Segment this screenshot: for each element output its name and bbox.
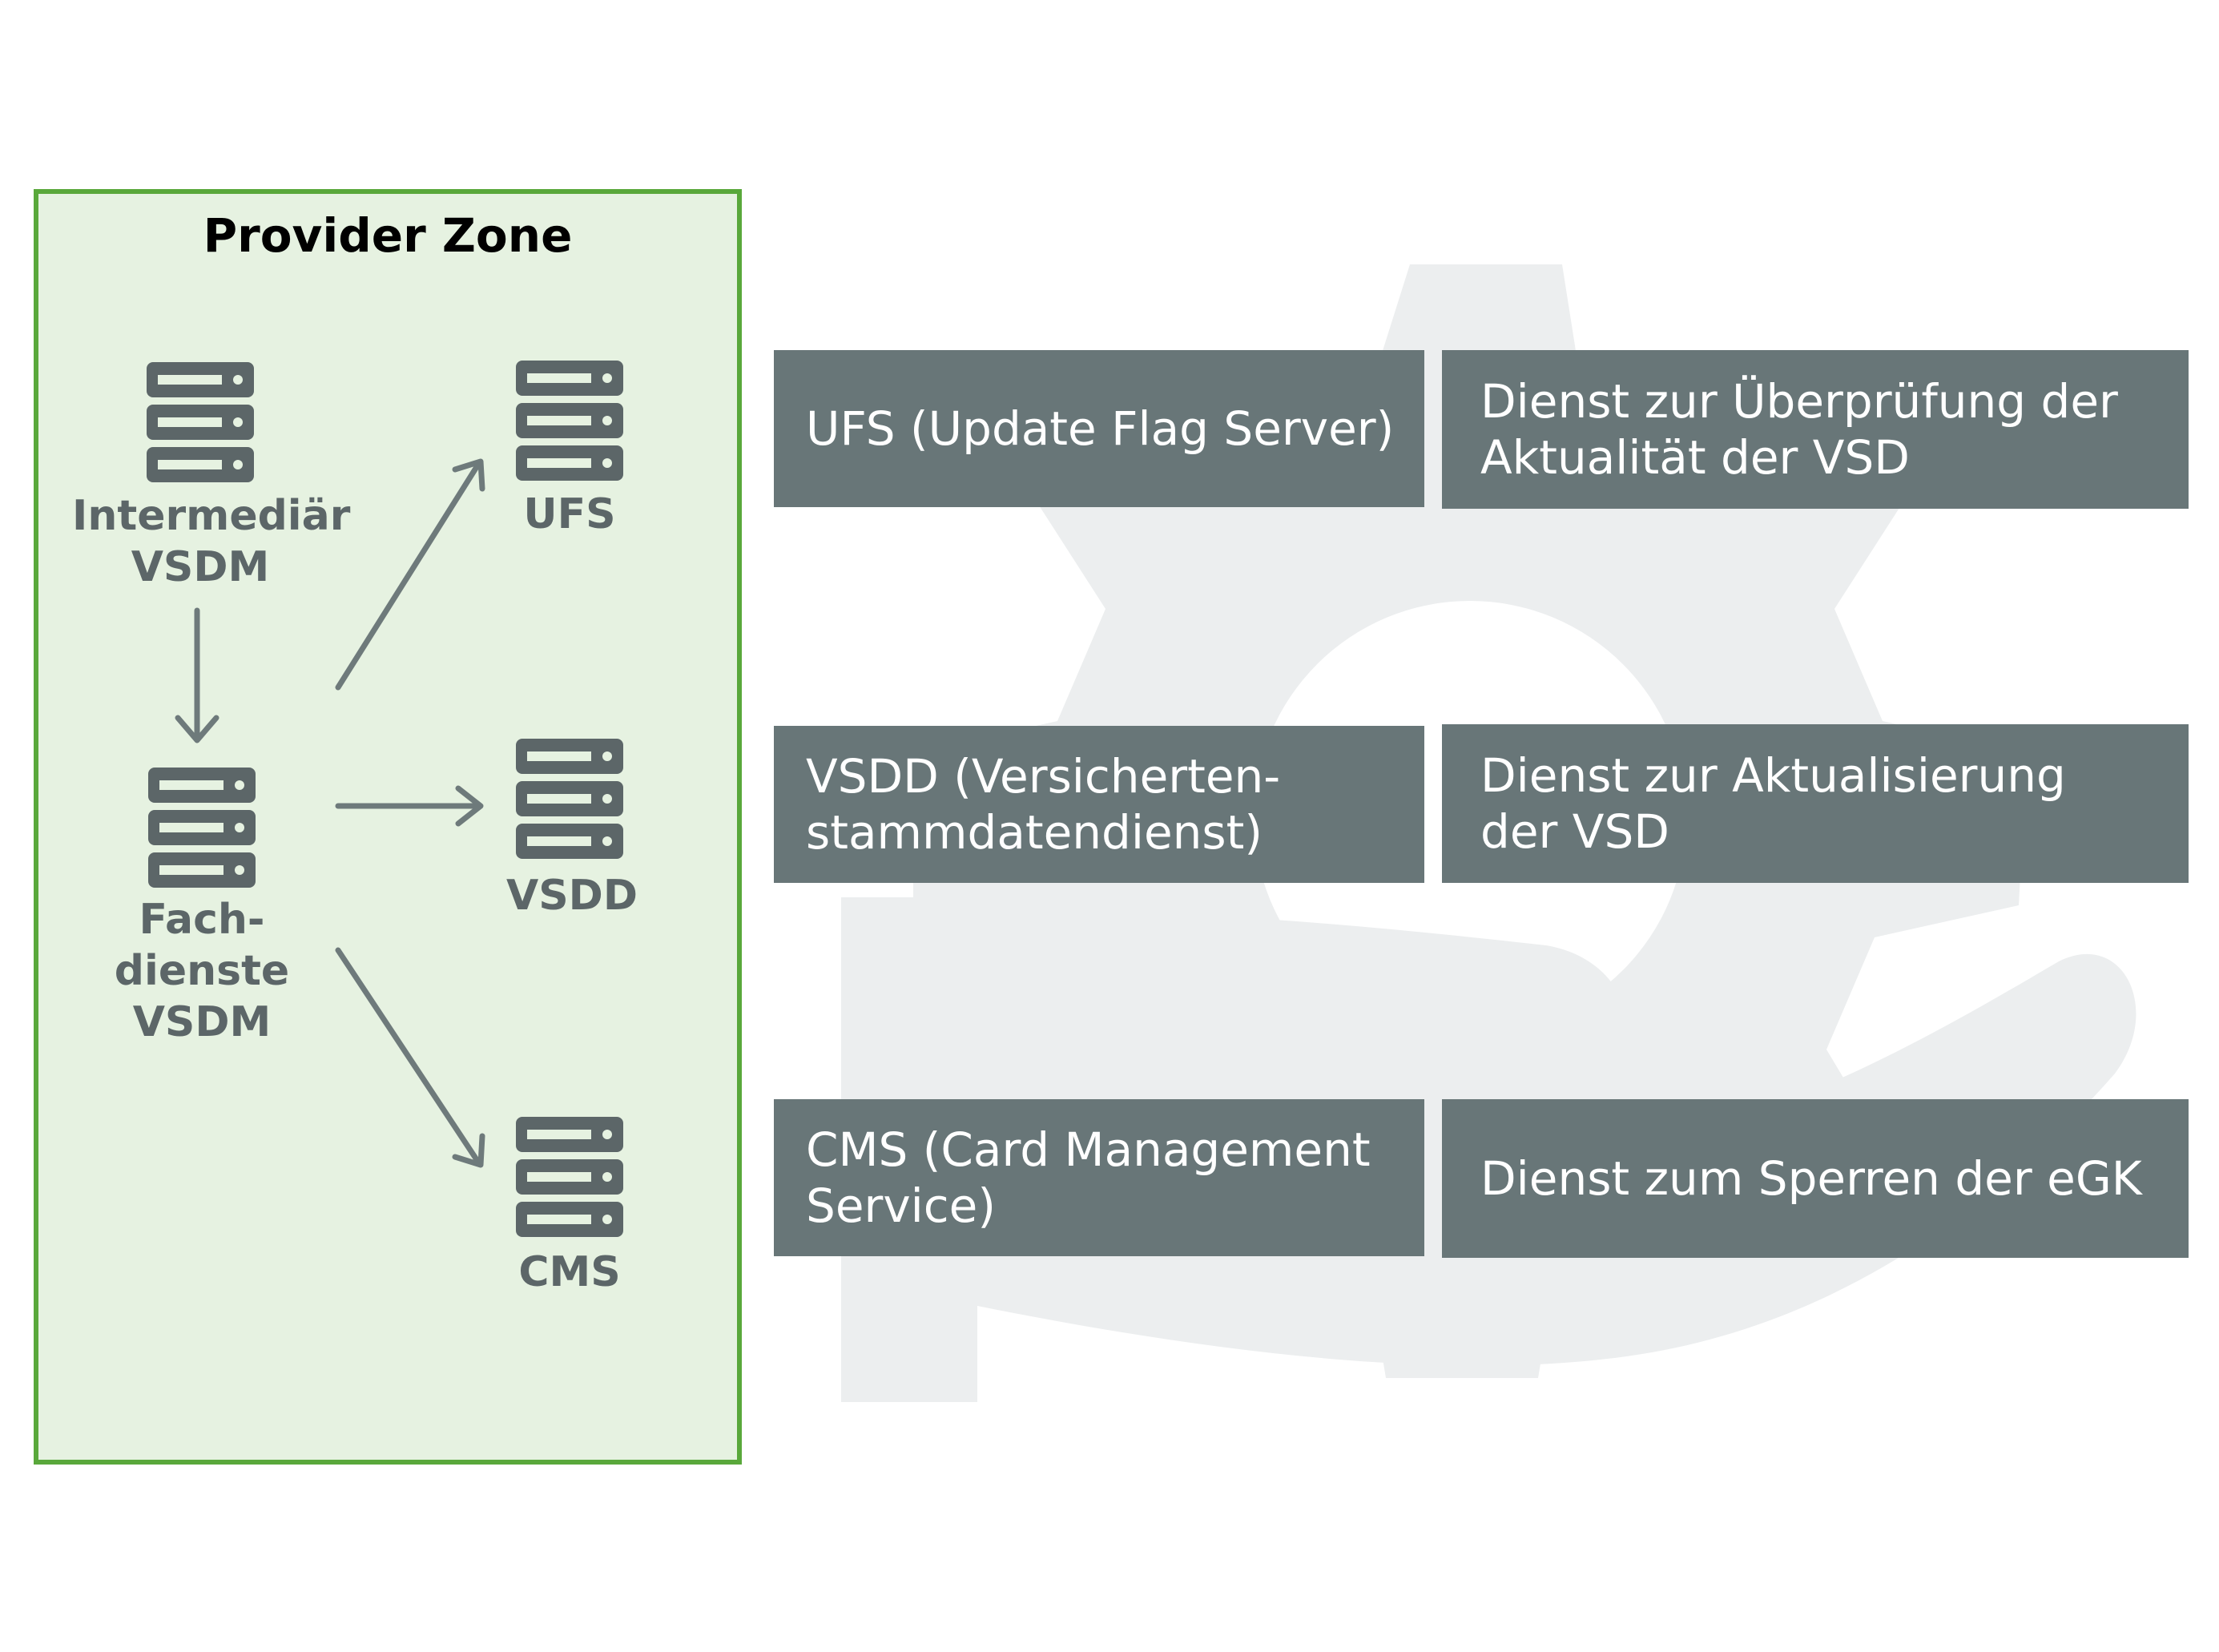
fachdienste-server-icon <box>148 768 256 888</box>
ufs-server-icon <box>516 361 623 481</box>
fachdienste-vsdm-label: Fach- dienste VSDM <box>114 896 290 1046</box>
service-name-box-ufs: UFS (Update Flag Server) <box>774 350 1424 507</box>
service-name-box-cms: CMS (Card Management Service) <box>774 1099 1424 1256</box>
vsdd-server-icon <box>516 739 623 859</box>
service-description-box-ufs: Dienst zur Überprüfung der Aktualität de… <box>1442 350 2189 509</box>
intermediaer-server-icon <box>147 362 254 482</box>
cms-server-icon <box>516 1117 623 1237</box>
zone-title: Provider Zone <box>203 208 573 263</box>
service-description-box-vsdd: Dienst zur Aktualisierung der VSD <box>1442 724 2189 883</box>
intermediaer-vsdm-label: Intermediär VSDM <box>72 492 351 591</box>
cms-label: CMS <box>518 1248 621 1296</box>
service-name-box-vsdd: VSDD (Versicherten- stammdatendienst) <box>774 726 1424 883</box>
vsdd-label: VSDD <box>505 872 638 920</box>
ufs-label: UFS <box>523 490 616 538</box>
service-description-box-cms: Dienst zum Sperren der eGK <box>1442 1099 2189 1258</box>
